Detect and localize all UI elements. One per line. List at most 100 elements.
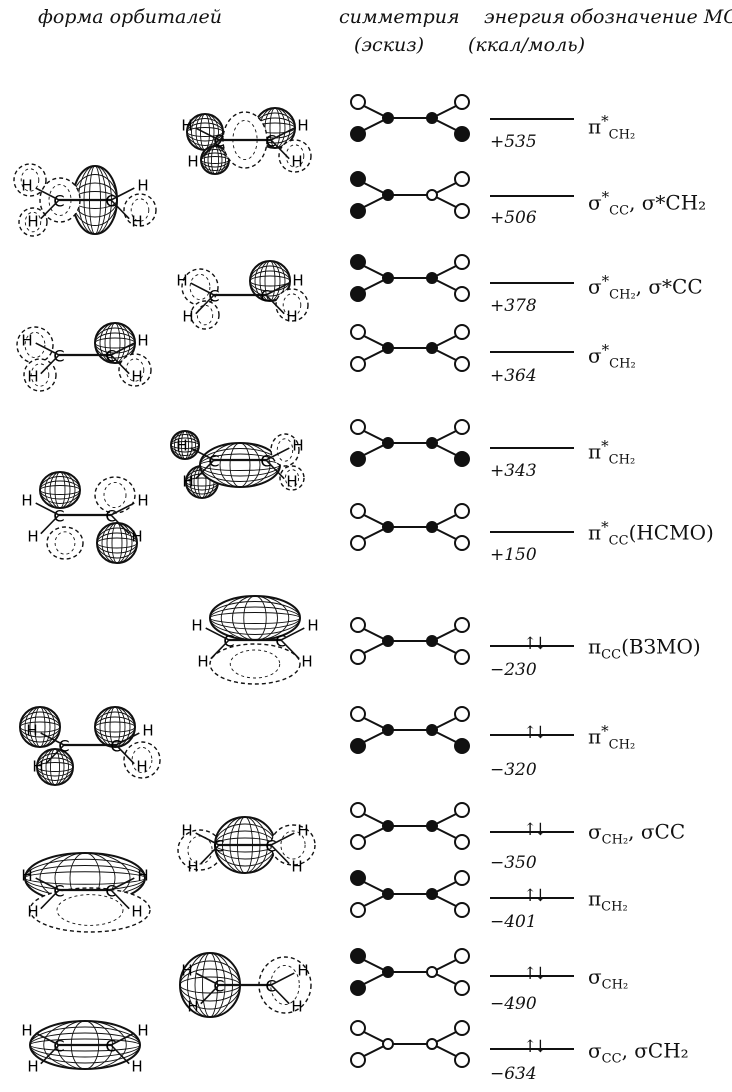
mo-star: *: [601, 722, 609, 740]
bond-line: [110, 514, 130, 535]
symmetry-ao-circle: [454, 254, 470, 270]
bond-line: [110, 502, 135, 516]
symmetry-carbon-node: [426, 1038, 438, 1050]
bond-line: [205, 627, 230, 641]
bond-line: [200, 844, 220, 865]
bond-line: [265, 459, 285, 480]
bond-line: [110, 187, 135, 201]
level-line: [490, 975, 574, 977]
bond-line: [190, 447, 215, 461]
symmetry-ao-circle: [454, 948, 470, 964]
level-line: [490, 734, 574, 736]
level-line: [490, 531, 574, 533]
bond-line: [110, 354, 130, 375]
header-mo-designation: обозначение МО: [570, 6, 732, 28]
electron-pair-icon: ↑↓: [523, 723, 547, 743]
energy-value: +150: [490, 545, 537, 565]
bond-line: [40, 889, 60, 910]
energy-value: −320: [490, 760, 537, 780]
header-energy-units: (ккал/моль): [468, 34, 585, 56]
hydrogen-atom-label: H: [136, 758, 147, 776]
orbital-lobe: [249, 260, 291, 302]
level-line: [490, 118, 574, 120]
mo-subscript: CC: [609, 203, 630, 219]
symmetry-ao-circle: [350, 870, 366, 886]
bond-line: [110, 1044, 130, 1065]
symmetry-ao-circle: [350, 94, 366, 110]
hydrogen-atom-label: H: [137, 177, 148, 195]
mo-subscript: CH₂: [608, 127, 636, 143]
hydrogen-atom-label: H: [131, 213, 142, 231]
mo-subscript: CH₂: [601, 977, 629, 993]
mo-label: π*CC(НСМО): [588, 518, 714, 549]
mo-extra: , σCH₂: [621, 1038, 689, 1063]
level-line: [490, 351, 574, 353]
mo-symbol: π: [588, 724, 602, 749]
bond-line: [35, 877, 60, 891]
bond-line: [35, 502, 60, 516]
symmetry-ao-circle: [454, 451, 470, 467]
hydrogen-atom-label: H: [182, 308, 193, 326]
symmetry-carbon-node: [382, 272, 394, 284]
symmetry-ao-circle: [350, 356, 366, 372]
hydrogen-atom-label: H: [21, 492, 32, 510]
bond-line: [115, 732, 140, 746]
symmetry-carbon-node: [382, 966, 394, 978]
bond-line: [110, 1032, 135, 1046]
hydrogen-atom-label: H: [27, 368, 38, 386]
hydrogen-atom-label: H: [181, 962, 192, 980]
mo-extra: , σ*CC: [635, 274, 703, 299]
hydrogen-atom-label: H: [21, 177, 32, 195]
hydrogen-atom-label: H: [191, 617, 202, 635]
mo-subscript: CH₂: [601, 899, 628, 915]
bond-line: [265, 282, 290, 296]
hydrogen-atom-label: H: [131, 903, 142, 921]
header-symmetry-sketch: (эскиз): [354, 34, 425, 56]
hydrogen-atom-label: H: [176, 437, 187, 455]
bond-line: [270, 844, 290, 865]
symmetry-ao-circle: [454, 738, 470, 754]
bond-line: [270, 972, 295, 986]
orbital-lobe: [170, 430, 200, 460]
electron-pair-icon: ↑↓: [523, 820, 547, 840]
symmetry-carbon-node: [382, 521, 394, 533]
energy-value: +343: [490, 461, 537, 481]
mo-star: *: [601, 112, 609, 130]
mo-label: π*CH₂: [588, 112, 635, 143]
bond-line: [115, 744, 135, 765]
mo-label: πCH₂: [588, 884, 628, 915]
symmetry-carbon-node: [426, 437, 438, 449]
mo-label: π*CH₂: [588, 722, 635, 753]
mo-star: *: [601, 518, 609, 536]
mo-star: *: [601, 188, 610, 206]
electron-pair-icon: ↑↓: [523, 634, 547, 654]
energy-value: +535: [490, 132, 537, 152]
hydrogen-atom-label: H: [137, 492, 148, 510]
mo-symbol: σ: [588, 190, 602, 215]
orbital-lobe: [179, 952, 241, 1018]
hydrogen-atom-label: H: [292, 437, 303, 455]
bond-line: [280, 639, 300, 660]
bond-line: [195, 832, 220, 846]
symmetry-ao-circle: [350, 286, 366, 302]
orbital-lobe: [39, 471, 81, 509]
hydrogen-atom-label: H: [181, 822, 192, 840]
symmetry-carbon-node: [426, 189, 438, 201]
orbital-lobe: [94, 706, 136, 748]
symmetry-carbon-node: [426, 966, 438, 978]
symmetry-ao-circle: [350, 535, 366, 551]
symmetry-ao-circle: [350, 254, 366, 270]
bond-line: [110, 342, 135, 356]
symmetry-ao-circle: [350, 451, 366, 467]
hydrogen-atom-label: H: [301, 653, 312, 671]
energy-value: +364: [490, 366, 537, 386]
mo-subscript: CH₂: [608, 737, 636, 753]
symmetry-ao-circle: [350, 649, 366, 665]
hydrogen-atom-label: H: [27, 1058, 38, 1076]
symmetry-carbon-node: [382, 888, 394, 900]
symmetry-ao-circle: [350, 1020, 366, 1036]
bond-line: [265, 447, 290, 461]
mo-label: σ*CH₂, σ*CC: [588, 272, 703, 303]
mo-symbol: σ: [588, 1038, 602, 1063]
